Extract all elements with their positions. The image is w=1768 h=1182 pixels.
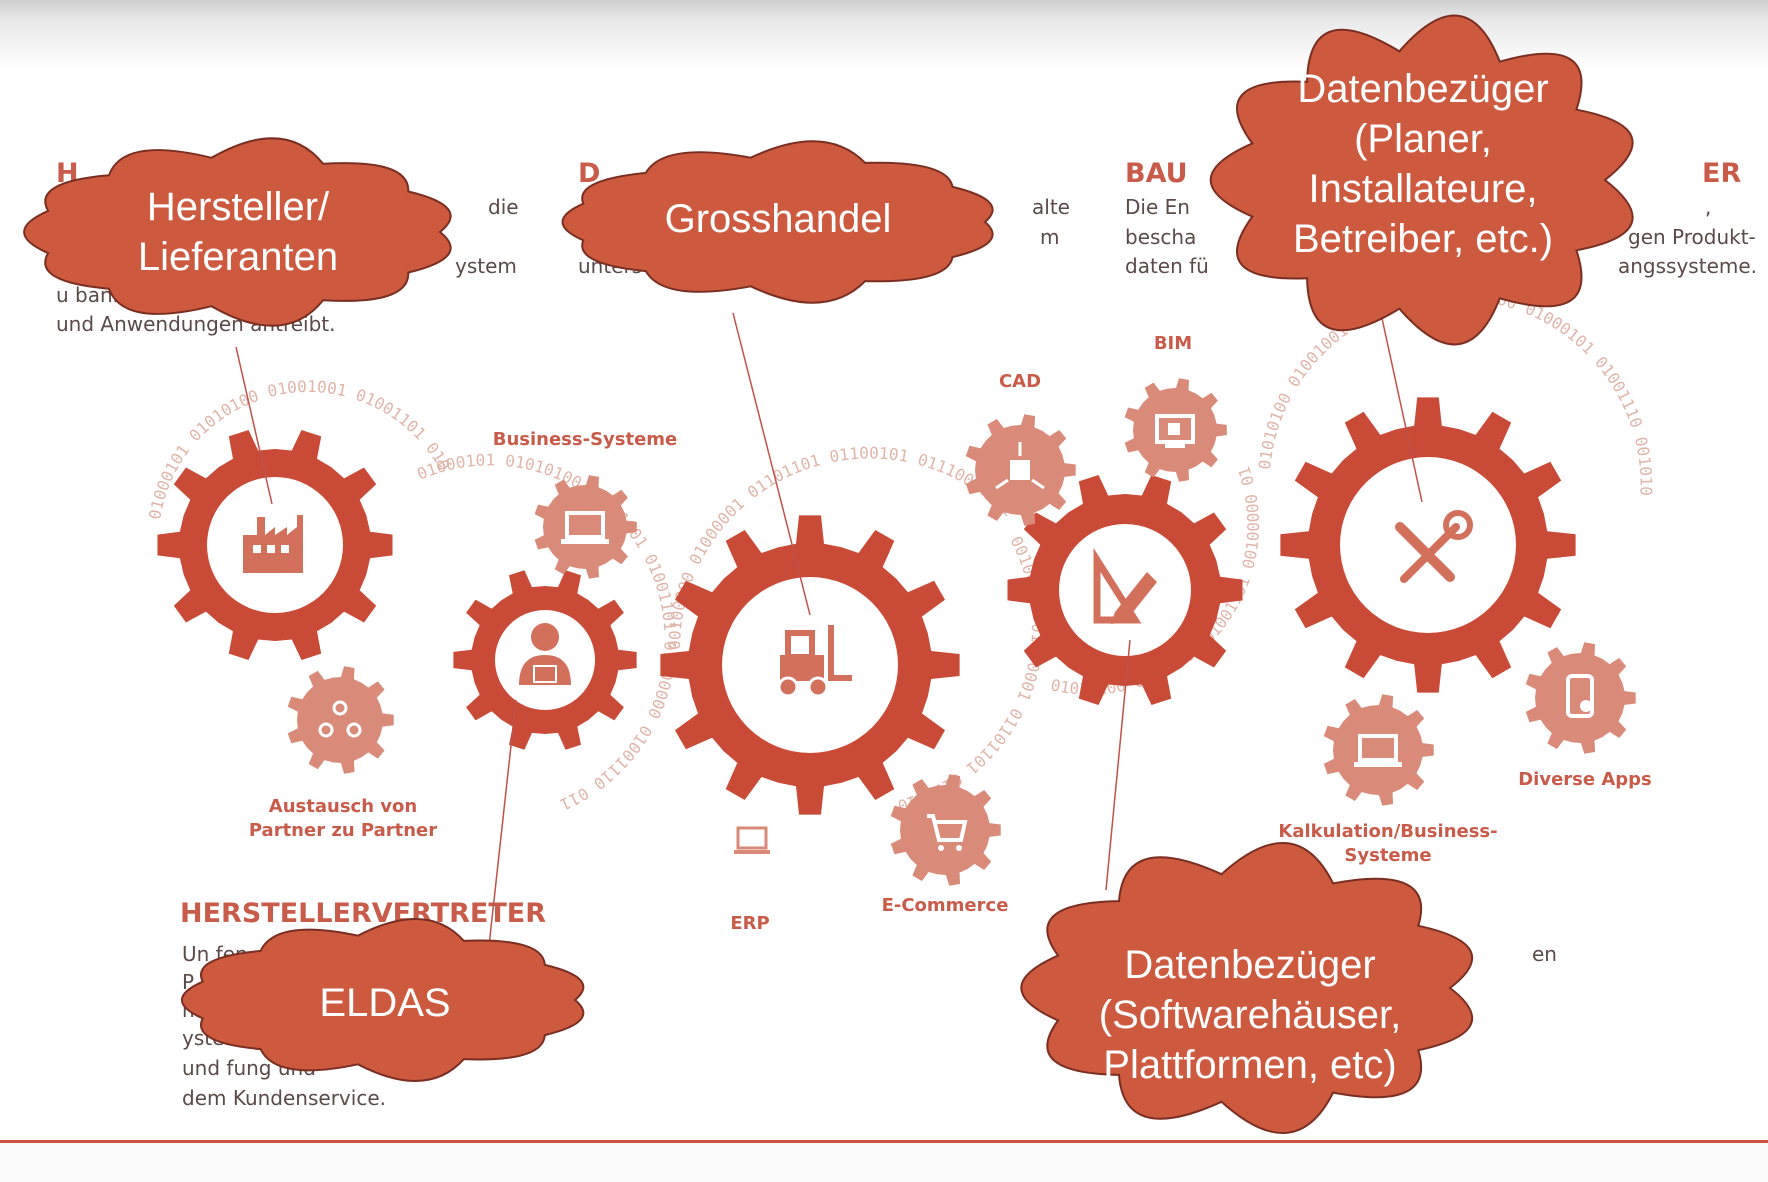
footer-area [0, 1143, 1768, 1182]
gear-business-icon [534, 475, 637, 579]
connector-hersteller [235, 346, 273, 505]
label-diverse-apps: Diverse Apps [1518, 769, 1652, 790]
connector-planer [1377, 299, 1423, 503]
label-ecommerce: E-Commerce [881, 895, 1009, 916]
callout-hersteller-lieferanten: Hersteller/ Lieferanten [137, 185, 339, 279]
gear-kalkulation-icon [1323, 694, 1434, 806]
callout-eldas: ELDAS [319, 981, 451, 1025]
section-title-herstellervertreter: HERSTELLERVERTRETER [180, 898, 547, 929]
cube-arrows-icon [995, 442, 1045, 490]
label-business-systeme: Business-Systeme [492, 429, 678, 450]
cloud-software [1020, 841, 1474, 1135]
phone-touch-icon [1566, 674, 1594, 718]
section-body-er-2: gen Produkt- [1628, 225, 1756, 249]
gear-austausch-icon [287, 666, 394, 774]
cloud-eldas [181, 918, 585, 1082]
cloud-hersteller [23, 137, 452, 327]
erp-laptop-icon [734, 826, 770, 854]
connector-grosshandel [732, 312, 811, 616]
gear-ecommerce-icon [890, 774, 1001, 886]
label-bim: BIM [1153, 333, 1193, 354]
connector-eldas [487, 699, 517, 956]
gear-software-icon [1007, 475, 1243, 705]
section-body-bau-2: bescha [1125, 225, 1197, 249]
label-erp: ERP [730, 913, 770, 934]
label-cad: CAD [998, 371, 1042, 392]
gear-apps-icon [1525, 642, 1636, 754]
cloud-grosshandel [561, 140, 994, 304]
section-title-distributor: D [578, 158, 601, 189]
gear-planer-icon [1280, 397, 1576, 693]
footer-rule [0, 1140, 1768, 1143]
laptop-chart-icon [561, 511, 609, 544]
section-title-bau: BAU [1125, 158, 1188, 189]
callout-grosshandel: Grosshandel [664, 197, 892, 241]
cloud-planer [1209, 14, 1634, 346]
label-kalkulation: Kalkulation/Business- Systeme [1278, 821, 1498, 866]
label-austausch: Austausch von Partner zu Partner [248, 796, 438, 841]
forklift-icon [777, 625, 852, 698]
section-body-hersteller-2: ystem [455, 254, 517, 278]
section-body-distributor-2: m [1040, 225, 1060, 249]
cart-icon [927, 814, 968, 851]
section-body-distributor-1: alte [1032, 195, 1070, 219]
tools-icon [1395, 510, 1473, 583]
monitor-cube-icon [1155, 414, 1195, 448]
laptop-chart-icon-2 [1354, 734, 1402, 767]
callout-datenbezueger-software: Datenbezüger (Softwarehäuser, Plattforme… [1098, 943, 1402, 1087]
section-body-er-3: angssysteme. [1618, 254, 1758, 278]
section-body-hersteller-1: die [488, 195, 519, 219]
person-briefcase-icon [519, 623, 571, 685]
network-people-icon [318, 700, 362, 738]
section-body-bau-3: daten fü [1125, 254, 1209, 278]
section-body-bau-1: Die En [1125, 195, 1190, 219]
section-body-er-1: , [1705, 195, 1712, 219]
section-body-hv-6: dem Kundenservice. [182, 1086, 386, 1110]
section-title-er: ER [1702, 158, 1742, 189]
drafting-icon [1093, 547, 1157, 624]
section-body-right-bottom: en [1532, 942, 1557, 966]
connector-software [1105, 639, 1131, 891]
callout-datenbezueger-planer: Datenbezüger (Planer, Installateure, Bet… [1292, 67, 1554, 261]
factory-icon [243, 515, 303, 573]
